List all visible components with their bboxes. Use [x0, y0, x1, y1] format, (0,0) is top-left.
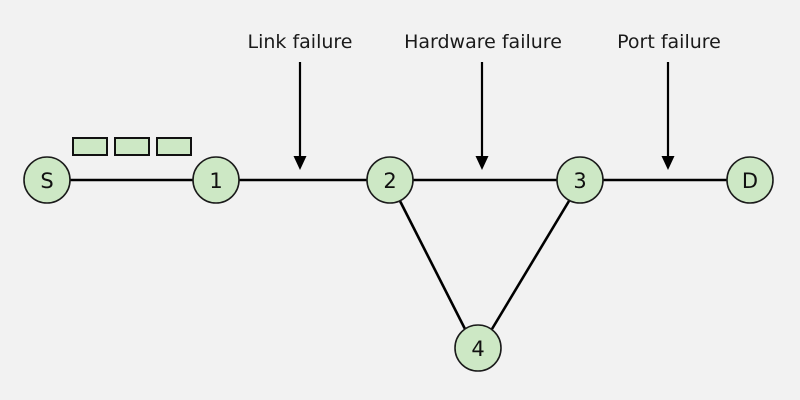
annotation-port-failure: Port failure	[617, 31, 721, 170]
annotation-arrow-head-hardware-failure	[475, 156, 489, 170]
node-s[interactable]: S	[23, 156, 71, 204]
packets-group	[72, 137, 192, 156]
node-label-4: 4	[471, 337, 484, 361]
annotation-arrow-head-link-failure	[293, 156, 307, 170]
node-circle-s	[23, 156, 71, 204]
packet-block-1	[72, 137, 108, 156]
edge-2-4	[398, 200, 467, 330]
edge-3-4	[490, 200, 571, 330]
node-circle-1	[192, 156, 240, 204]
node-circle-4	[454, 324, 502, 372]
node-2[interactable]: 2	[366, 156, 414, 204]
node-3[interactable]: 3	[556, 156, 604, 204]
annotation-hardware-failure: Hardware failure	[404, 31, 562, 170]
nodes-group: S 1 2 3 4 D	[23, 156, 774, 372]
annotation-arrow-head-port-failure	[661, 156, 675, 170]
node-label-d: D	[742, 169, 758, 193]
annotation-label-port-failure: Port failure	[617, 31, 721, 53]
node-circle-d	[726, 156, 774, 204]
node-label-s: S	[40, 169, 53, 193]
annotation-link-failure: Link failure	[248, 31, 353, 170]
edges-group	[70, 178, 727, 330]
node-1[interactable]: 1	[192, 156, 240, 204]
packet-block-2	[114, 137, 150, 156]
annotations-group: Link failure Hardware failure Port failure	[248, 31, 721, 170]
node-circle-2	[366, 156, 414, 204]
node-d[interactable]: D	[726, 156, 774, 204]
node-4[interactable]: 4	[454, 324, 502, 372]
annotation-label-hardware-failure: Hardware failure	[404, 31, 562, 53]
packet-block-3	[156, 137, 192, 156]
node-label-2: 2	[383, 169, 396, 193]
node-label-1: 1	[209, 169, 222, 193]
node-circle-3	[556, 156, 604, 204]
annotation-label-link-failure: Link failure	[248, 31, 353, 53]
node-label-3: 3	[573, 169, 586, 193]
